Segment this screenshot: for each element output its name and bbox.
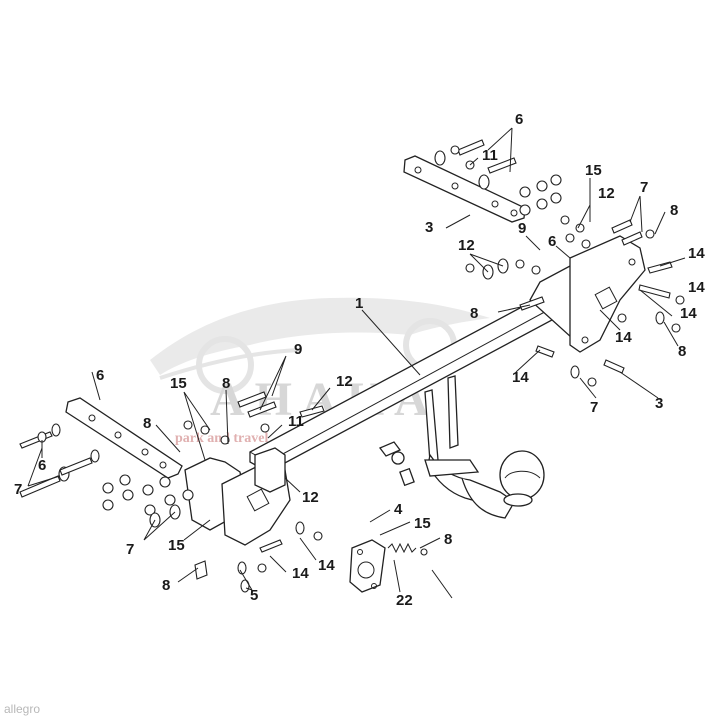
callout-9: 12 — [336, 373, 353, 390]
callout-12: 7 — [126, 541, 134, 558]
callout-3: 6 — [96, 367, 104, 384]
socket-mount-bolt — [378, 441, 415, 487]
callout-4: 15 — [414, 515, 431, 532]
callout-12: 12 — [598, 185, 615, 202]
callout-11: 11 — [482, 147, 498, 164]
callout-12: 12 — [458, 237, 475, 254]
callout-5: 22 — [396, 592, 413, 609]
callout-8: 11 — [288, 413, 304, 430]
left-mounting-plate — [65, 397, 183, 479]
leader-lines — [27, 127, 686, 599]
left-side-arm — [184, 447, 291, 546]
right-mounting-plate — [403, 155, 526, 223]
callout-6: 6 — [548, 233, 556, 250]
callout-8: 8 — [670, 202, 678, 219]
callout-14: 8 — [678, 343, 686, 360]
callout-labels: 6 11 15 12 7 3 9 6 8 12 14 14 8 14 14 1 … — [14, 111, 705, 609]
callout-14: 14 — [688, 279, 705, 296]
callout-8: 8 — [143, 415, 151, 432]
callout-14: 5 — [250, 587, 258, 604]
callout-15: 15 — [585, 162, 602, 179]
callout-14: 14 — [318, 557, 335, 574]
callout-14: 14 — [615, 329, 632, 346]
callout-8: 14 — [680, 305, 697, 322]
callout-15: 8 — [444, 531, 452, 548]
callout-1: 1 — [355, 295, 363, 312]
callout-14: 7 — [590, 399, 598, 416]
callout-7: 15 — [168, 537, 185, 554]
callout-12: 15 — [170, 375, 187, 392]
callout-11: 6 — [38, 457, 46, 474]
socket-plate — [349, 539, 428, 593]
callout-9: 9 — [518, 220, 526, 237]
callout-6: 7 — [14, 481, 22, 498]
callout-14: 14 — [688, 245, 705, 262]
callout-8: 8 — [162, 577, 170, 594]
source-credit: allegro — [4, 702, 41, 716]
callout-6: 9 — [294, 341, 302, 358]
hardware-left — [19, 391, 325, 593]
callout-7: 7 — [640, 179, 648, 196]
callout-6: 6 — [515, 111, 523, 128]
callout-15: 4 — [394, 501, 403, 518]
callout-8: 14 — [512, 369, 529, 386]
callout-8: 8 — [470, 305, 478, 322]
hardware-right — [434, 139, 685, 387]
callout-7: 12 — [302, 489, 319, 506]
callout-7: 3 — [655, 395, 663, 412]
right-side-arm — [529, 235, 646, 353]
tow-ball-assembly — [424, 375, 545, 519]
callout-3: 3 — [425, 219, 433, 236]
callout-8: 14 — [292, 565, 309, 582]
callout-15: 8 — [222, 375, 230, 392]
